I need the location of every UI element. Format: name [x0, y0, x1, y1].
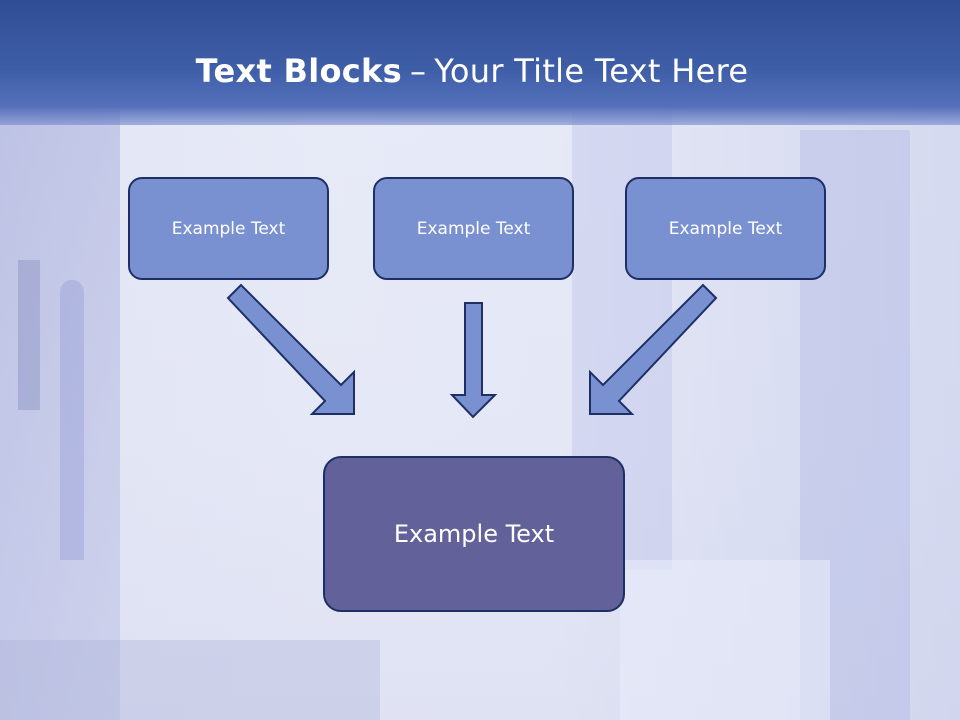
target-text-block-label: Example Text — [393, 520, 555, 548]
title-bold: Text Blocks — [195, 52, 402, 90]
title-bar — [0, 0, 960, 125]
background-doorway — [60, 280, 84, 560]
text-block-1[interactable]: Example Text — [128, 177, 329, 280]
title-rest: Your Title Text Here — [434, 52, 749, 90]
title-separator: – — [409, 52, 427, 90]
arrow-right-diagonal — [589, 283, 718, 415]
background-ground — [0, 640, 380, 720]
background-wall — [0, 110, 120, 720]
text-block-2-label: Example Text — [416, 218, 531, 239]
target-text-block[interactable]: Example Text — [323, 456, 625, 612]
text-block-1-label: Example Text — [171, 218, 286, 239]
arrow-left-diagonal — [226, 283, 355, 415]
text-block-2[interactable]: Example Text — [373, 177, 574, 280]
arrow-down — [449, 302, 498, 419]
text-block-3[interactable]: Example Text — [625, 177, 826, 280]
background-window — [18, 260, 40, 410]
slide-title: Text Blocks–Your Title Text Here — [0, 52, 944, 90]
text-block-3-label: Example Text — [668, 218, 783, 239]
background-step — [620, 560, 830, 720]
